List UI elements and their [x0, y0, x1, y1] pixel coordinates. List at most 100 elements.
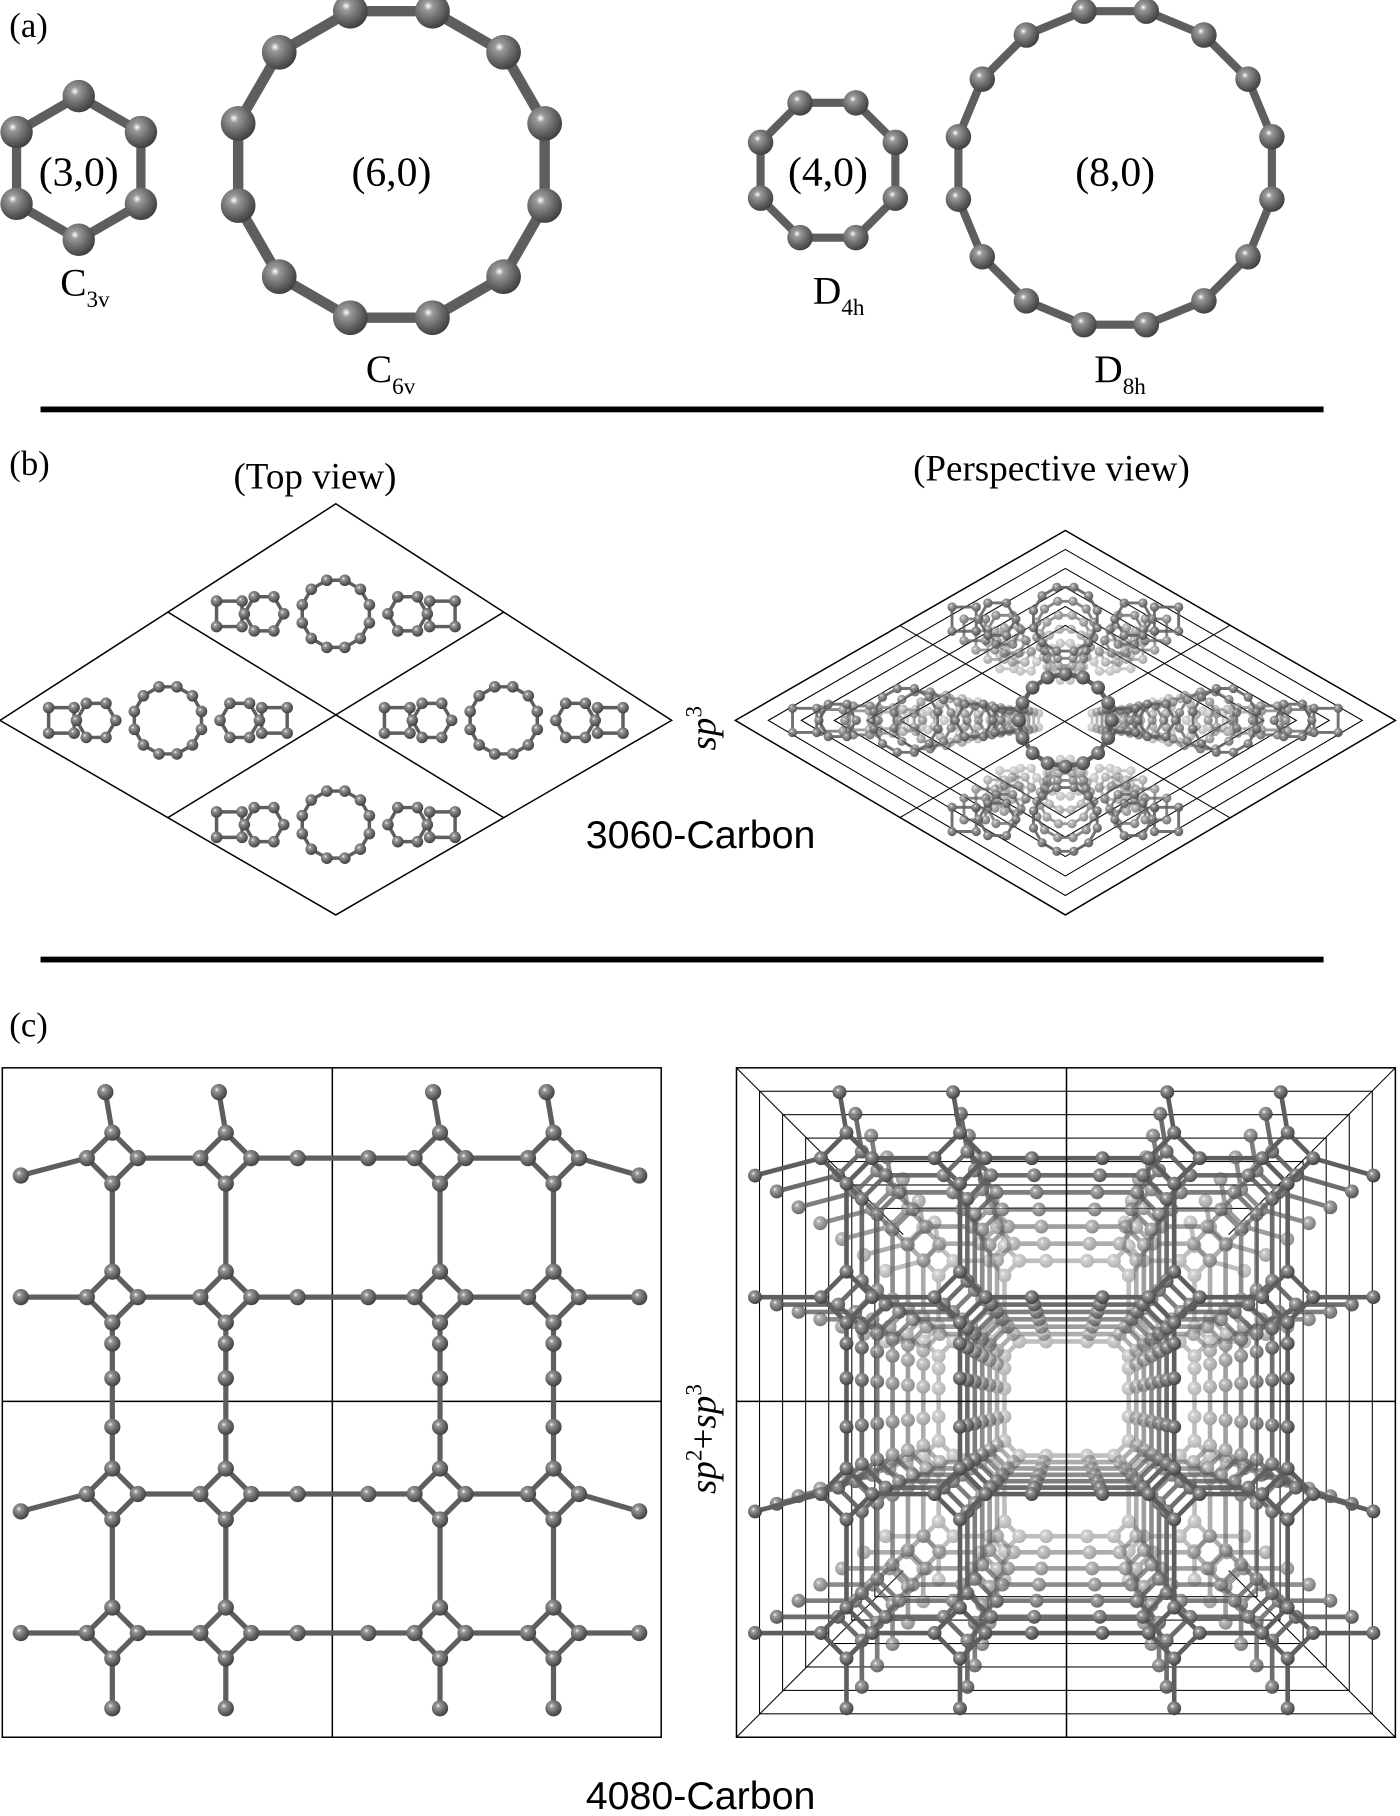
- atom: [1203, 1411, 1218, 1426]
- bond: [18, 1491, 90, 1515]
- atom: [1198, 1193, 1213, 1208]
- atom: [559, 731, 572, 744]
- atom: [851, 715, 861, 726]
- atom: [1200, 1219, 1215, 1234]
- atom: [1279, 699, 1289, 709]
- atom: [277, 818, 290, 831]
- atom: [486, 259, 521, 295]
- atom: [1234, 1332, 1249, 1347]
- atom: [363, 617, 376, 629]
- atom: [877, 692, 888, 702]
- atom: [946, 1253, 961, 1268]
- separator-b-c: [40, 956, 1324, 963]
- atom: [978, 699, 989, 709]
- atom: [1167, 1419, 1182, 1434]
- atom: [1214, 1312, 1228, 1327]
- atom: [842, 699, 852, 709]
- atom: [1138, 830, 1148, 841]
- atom: [104, 1370, 121, 1387]
- atom: [1182, 694, 1192, 705]
- atom: [457, 1624, 474, 1642]
- atom: [1203, 1379, 1218, 1394]
- atom: [1026, 783, 1037, 793]
- atom: [1130, 610, 1140, 620]
- atom: [1196, 739, 1207, 749]
- atom: [1218, 1615, 1233, 1630]
- atom: [1203, 1253, 1218, 1268]
- atom: [1053, 610, 1064, 620]
- atom: [124, 187, 158, 221]
- atom: [289, 1624, 306, 1642]
- atom: [1105, 625, 1115, 635]
- atom: [406, 1485, 423, 1503]
- atom: [1205, 734, 1215, 744]
- atom: [898, 726, 908, 737]
- atom: [813, 1577, 828, 1592]
- atom: [787, 703, 798, 713]
- atom: [1130, 1185, 1145, 1200]
- atom: [990, 803, 1000, 813]
- atom: [1130, 639, 1140, 649]
- atom: [570, 1624, 588, 1642]
- atom: [878, 1609, 893, 1624]
- atom: [1280, 1371, 1295, 1386]
- atom: [522, 690, 535, 702]
- atom: [1099, 793, 1110, 804]
- atom: [97, 1084, 114, 1101]
- atom: [1131, 703, 1141, 713]
- atom: [545, 1460, 562, 1477]
- atom: [268, 590, 280, 603]
- atom: [995, 766, 1005, 776]
- atom: [1146, 1128, 1161, 1143]
- atom: [1288, 1480, 1303, 1495]
- atom: [840, 715, 850, 726]
- atom: [1281, 715, 1291, 726]
- atom: [854, 1321, 869, 1336]
- atom: [1135, 1168, 1150, 1183]
- atom: [124, 115, 158, 149]
- atom: [960, 731, 970, 742]
- atom: [473, 690, 485, 702]
- atom: [938, 736, 949, 746]
- atom: [1203, 715, 1213, 726]
- atom: [1081, 825, 1091, 835]
- atom: [982, 1237, 997, 1252]
- atom: [960, 1192, 975, 1206]
- atom: [1121, 781, 1132, 791]
- atom: [971, 645, 981, 655]
- atom: [12, 1503, 29, 1520]
- atom: [354, 583, 367, 596]
- atom: [1231, 708, 1242, 718]
- atom: [62, 79, 95, 113]
- atom: [289, 1289, 306, 1306]
- atom: [1265, 1144, 1280, 1159]
- atom: [995, 715, 1006, 726]
- atom: [927, 1290, 942, 1305]
- atom: [1236, 1461, 1251, 1476]
- atom: [1058, 667, 1073, 681]
- atom: [909, 709, 919, 719]
- atom: [171, 681, 183, 693]
- atom: [1036, 1545, 1051, 1560]
- atom: [1269, 715, 1279, 726]
- atom: [1118, 715, 1128, 726]
- atom: [978, 1487, 993, 1501]
- atom: [1187, 1409, 1202, 1424]
- atom: [243, 1289, 260, 1306]
- atom: [999, 806, 1009, 816]
- atom: [1076, 670, 1091, 685]
- atom: [1092, 1609, 1107, 1624]
- atom: [1068, 596, 1078, 606]
- atom: [1227, 1474, 1242, 1489]
- atom: [415, 0, 450, 29]
- atom: [1234, 1637, 1249, 1652]
- atom: [924, 692, 934, 702]
- atom: [1101, 695, 1116, 710]
- atom: [975, 1557, 990, 1572]
- atom: [839, 1600, 854, 1615]
- atom: [953, 1176, 967, 1191]
- bond: [752, 1155, 824, 1178]
- atom: [1181, 715, 1191, 726]
- atom: [1121, 1514, 1136, 1529]
- atom: [1105, 804, 1115, 814]
